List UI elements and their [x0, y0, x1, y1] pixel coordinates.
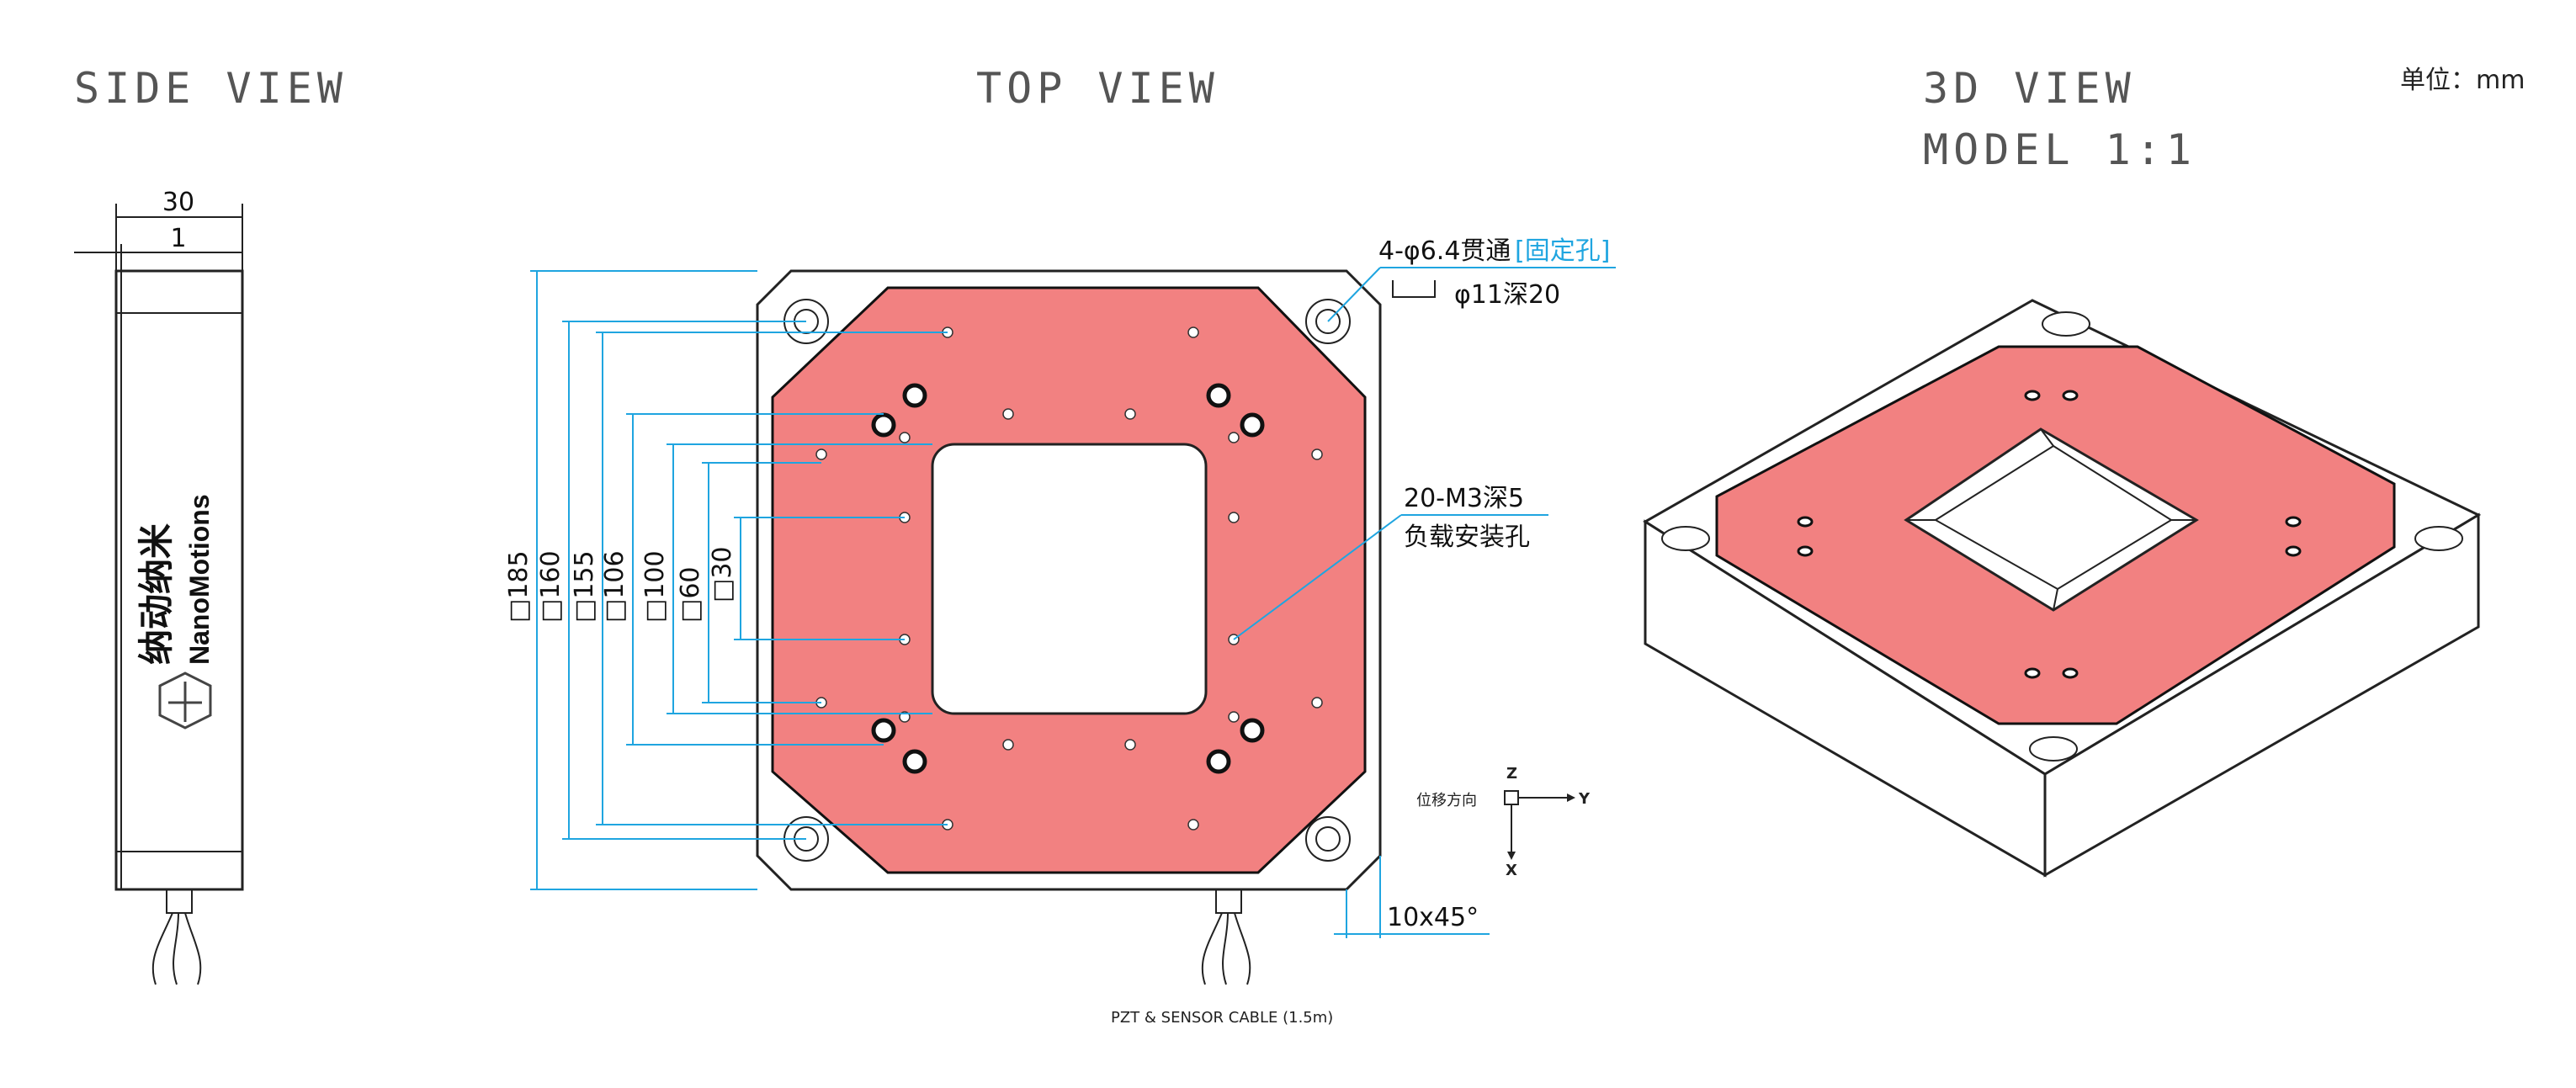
- direction-label: 位移方向: [1416, 792, 1477, 809]
- brand-logo-icon: [158, 671, 212, 730]
- screw-hole-icon: [902, 383, 927, 408]
- top-view: □185 □160 □155 □106 □100 □60 □30 4-φ6.4贯…: [504, 236, 1616, 1027]
- side-body: [114, 269, 244, 891]
- axis-z-label: Z: [1506, 765, 1517, 783]
- brand-en: NanoMotions: [184, 494, 215, 665]
- screw-hole-icon: [1206, 749, 1231, 774]
- center-aperture: [931, 443, 1208, 715]
- vertical-dimensions: [530, 270, 948, 890]
- load-hole-leader: [1233, 514, 1402, 640]
- screw-hole-icon: [1240, 718, 1265, 743]
- chamfer-dim: 10x45°: [1387, 903, 1479, 932]
- dim-160: □160: [536, 550, 566, 623]
- load-hole-desc: 负载安装孔: [1404, 523, 1530, 552]
- counterbore-symbol-icon: [1392, 280, 1436, 298]
- screw-hole-icon: [871, 718, 896, 743]
- dim-100: □100: [640, 550, 670, 623]
- iso-base-right: [2043, 512, 2480, 878]
- screw-hole-icon: [1240, 412, 1265, 438]
- direction-indicator: 位移方向 Z Y X: [1416, 765, 1591, 879]
- dim-155: □155: [570, 550, 599, 623]
- cable-label: PZT & SENSOR CABLE (1.5m): [1111, 1009, 1333, 1027]
- iso-hole-icon: [2029, 736, 2078, 762]
- mount-hole-spec: 4-φ6.4贯通: [1378, 236, 1511, 266]
- screw-holes: [871, 383, 1265, 774]
- load-hole-spec: 20-M3深5: [1404, 484, 1524, 513]
- screw-hole-icon: [1206, 383, 1231, 408]
- dim-60: □60: [676, 566, 705, 623]
- side-brand-en: NanoMotions: [184, 494, 215, 665]
- iso-hole-icon: [2042, 311, 2090, 337]
- 3d-view: [1643, 299, 2482, 878]
- side-dim-30: 30: [162, 188, 194, 217]
- side-dim-1: 1: [170, 224, 186, 253]
- side-cable: [151, 889, 202, 985]
- side-brand: 纳动纳米: [135, 523, 177, 665]
- dim-106: □106: [600, 550, 629, 623]
- counterbore-spec: φ11深20: [1454, 280, 1560, 310]
- unit-label: 单位：mm: [2400, 66, 2525, 95]
- axis-y-label: Y: [1578, 790, 1591, 808]
- mount-hole-tag: [固定孔]: [1515, 236, 1610, 266]
- top-view-title: TOP VIEW: [976, 64, 1219, 113]
- m3-holes: [815, 326, 1323, 831]
- screw-hole-icon: [902, 749, 927, 774]
- brand-cn: 纳动纳米: [135, 523, 177, 665]
- dim-30: □30: [708, 546, 737, 602]
- side-view: 30 1 纳动纳米 NanoMotions: [74, 188, 244, 985]
- mount-hole-leader: [1327, 267, 1381, 322]
- model-scale-label: MODEL 1:1: [1923, 125, 2196, 174]
- axis-origin-icon: [1504, 790, 1519, 805]
- top-cable: [1201, 889, 1251, 985]
- screw-hole-icon: [871, 412, 896, 438]
- axis-x-label: X: [1506, 862, 1517, 879]
- iso-hole-icon: [1661, 526, 1710, 551]
- side-view-title: SIDE VIEW: [74, 64, 348, 113]
- 3d-view-title: 3D VIEW: [1923, 64, 2136, 113]
- iso-hole-icon: [2414, 526, 2463, 551]
- dim-185: □185: [504, 550, 534, 623]
